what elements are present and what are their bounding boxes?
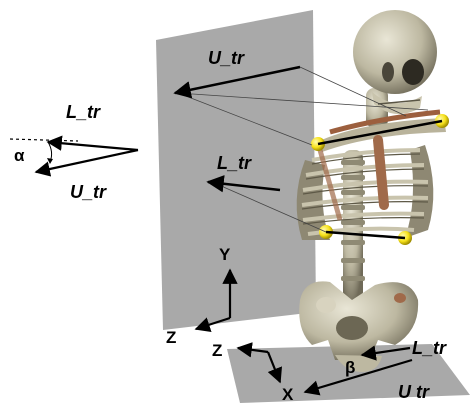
y-axis-label: Y (219, 245, 231, 264)
z-axis-label-sagittal: Z (166, 328, 176, 347)
l-tr-label-inset: L_tr (66, 102, 101, 122)
u-tr-label-inset: U_tr (70, 182, 107, 202)
skeleton-illustration (297, 10, 449, 372)
lower-trunk-line (326, 232, 405, 238)
z-axis-label-horizontal: Z (212, 341, 222, 360)
beta-symbol: β (345, 358, 355, 377)
u-tr-label-sagittal: U_tr (208, 48, 245, 68)
alpha-symbol: α (14, 146, 25, 165)
l-tr-label-horizontal: L_tr (412, 338, 447, 358)
alpha-angle-inset (10, 139, 138, 172)
l-tr-label-sagittal: L_tr (217, 153, 252, 173)
x-axis-label: X (282, 385, 294, 403)
u-tr-label-horizontal: U tr (398, 382, 430, 402)
